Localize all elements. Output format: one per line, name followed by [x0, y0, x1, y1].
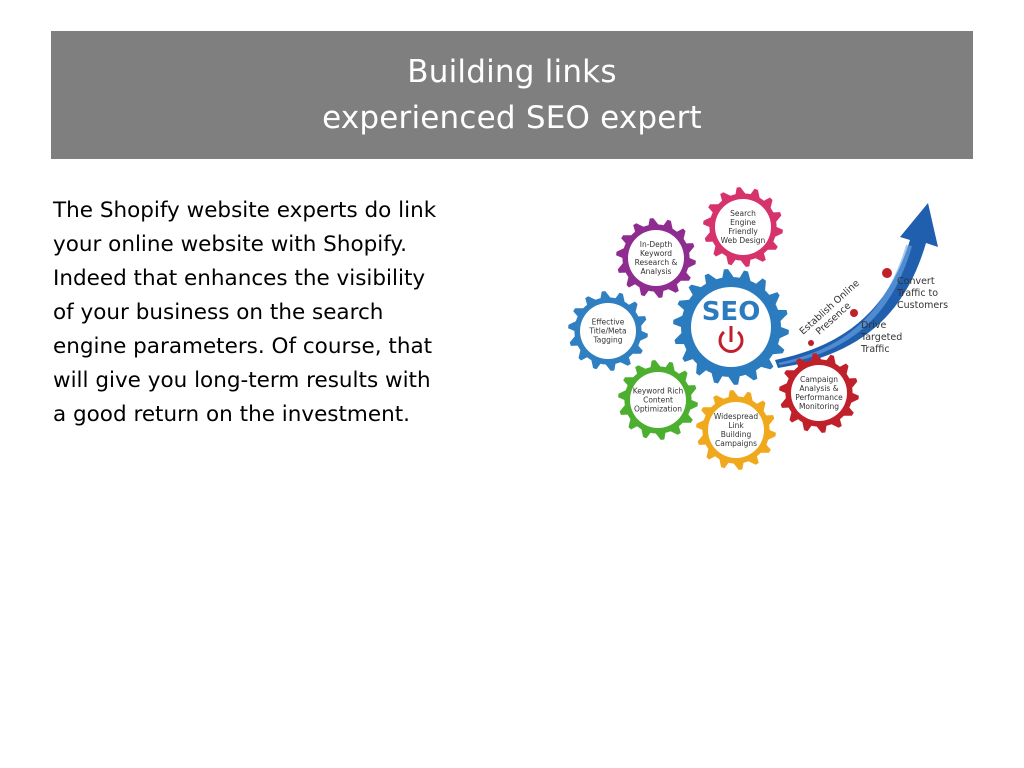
gear-label-line: Content [643, 396, 673, 405]
gear-center [628, 230, 684, 286]
gear-center [630, 372, 686, 428]
gear-label-line: Analysis [641, 267, 672, 276]
slide-title-line-2: experienced SEO expert [322, 100, 702, 136]
slide-body-text: The Shopify website experts do link your… [53, 194, 473, 432]
growth-arrow-body [775, 203, 938, 368]
gear-center [708, 402, 764, 458]
milestone-label-line: Traffic to [896, 288, 938, 299]
milestone-label-line: Convert [897, 276, 935, 287]
gear-label-line: In-Depth [640, 240, 673, 249]
power-icon [718, 326, 744, 353]
body-line: The Shopify website experts do link [53, 198, 437, 223]
seo-label: SEO [702, 297, 761, 327]
milestone-label-line: Customers [897, 300, 948, 311]
gear-label-line: Friendly [728, 227, 758, 236]
gear-label-line: Web Design [721, 236, 766, 245]
body-line: a good return on the investment. [53, 402, 410, 427]
gear-label-line: Title/Meta [588, 327, 626, 336]
gear-label-line: Effective [592, 318, 625, 327]
arrow-milestone-dot [808, 340, 814, 346]
milestone-label-line: Drive [861, 320, 886, 331]
seo-gears-graphic: Establish Online Presence Drive Targeted… [568, 187, 948, 470]
gear-label-line: Campaigns [715, 439, 757, 448]
slide-title-line-1: Building links [407, 54, 617, 90]
gear-label-line: Keyword [640, 249, 672, 258]
gear-label-line: Search [730, 209, 756, 218]
body-line: will give you long-term results with [53, 368, 431, 393]
milestone-label-line: Targeted [860, 332, 902, 343]
gear-label-line: Performance [795, 393, 843, 402]
gear-label-line: Engine [730, 218, 756, 227]
milestone-label-line: Traffic [860, 344, 890, 355]
arrow-milestone-dot [850, 309, 858, 317]
gear-center [791, 365, 847, 421]
gear-label-line: Monitoring [799, 402, 839, 411]
svg-text:Convert Traffic to: Convert Traffic to Customers [896, 276, 948, 311]
gear-center [580, 303, 636, 359]
gear-label-line: Tagging [592, 336, 622, 345]
gear-label-line: Widespread [714, 412, 759, 421]
body-line: your online website with Shopify. [53, 232, 407, 257]
seo-center-gear: SEO [673, 269, 789, 385]
gear-label-line: Building [721, 430, 752, 439]
body-line: of your business on the search [53, 300, 384, 325]
gear-label-line: Research & [635, 258, 678, 267]
gear-label-line: Optimization [634, 405, 682, 414]
svg-text:Drive Targeted Tra: Drive Targeted Traffic [860, 320, 905, 355]
gear-label-line: Keyword Rich [633, 387, 684, 396]
growth-arrow: Establish Online Presence Drive Targeted… [775, 203, 948, 368]
gear-label-line: Link [728, 421, 744, 430]
body-line: engine parameters. Of course, that [53, 334, 433, 359]
arrow-milestone-dot [882, 268, 892, 278]
body-line: Indeed that enhances the visibility [53, 266, 426, 291]
gear-label-line: Analysis & [799, 384, 838, 393]
gear-center [715, 199, 771, 255]
slide-title-bar: Building links experienced SEO expert [51, 31, 973, 159]
gear-label-line: Campaign [800, 375, 838, 384]
